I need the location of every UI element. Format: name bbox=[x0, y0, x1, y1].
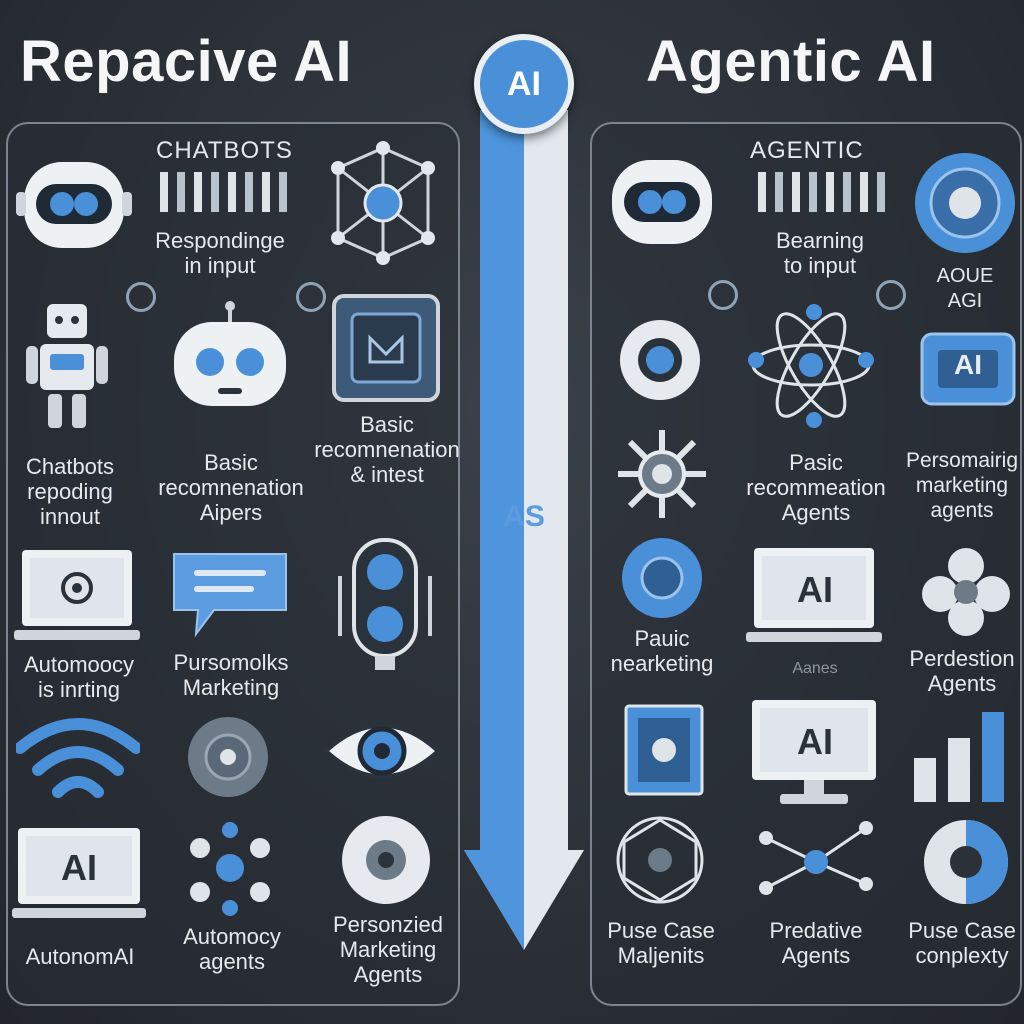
eye-icon bbox=[323, 723, 441, 779]
atom-icon bbox=[748, 304, 874, 428]
laptop-ai-icon bbox=[746, 548, 882, 642]
flower-gear-icon bbox=[922, 548, 1010, 636]
monitor-ai-text: AI bbox=[61, 847, 97, 888]
monitor-ai-icon bbox=[752, 700, 876, 804]
donut-chart-icon bbox=[924, 820, 1008, 904]
versus-label: AS bbox=[503, 500, 545, 533]
monitor-ai-text: AI bbox=[797, 721, 833, 762]
gear-icon bbox=[620, 320, 700, 400]
robot-head-icon bbox=[174, 301, 286, 406]
title-agentic-ai: Agentic AI bbox=[646, 29, 936, 94]
eye-lens-icon bbox=[188, 717, 268, 797]
chat-bubble-icon bbox=[173, 553, 287, 638]
gear-circle-icon bbox=[622, 538, 702, 618]
robot-head-icon bbox=[612, 160, 712, 244]
laptop-ai-text: AI bbox=[797, 569, 833, 610]
ai-chip-icon bbox=[920, 332, 1016, 406]
signal-bars-icon bbox=[758, 172, 885, 212]
chatbots-header: CHATBOTS bbox=[156, 137, 293, 164]
bar-chart-icon bbox=[914, 712, 1004, 802]
document-image-icon bbox=[624, 704, 704, 796]
network-sphere-icon bbox=[616, 816, 704, 904]
traffic-light-icon bbox=[338, 538, 432, 670]
node-dot-icon bbox=[876, 280, 906, 310]
laptop-gear-icon bbox=[14, 550, 140, 640]
ai-chip-text: AI bbox=[954, 349, 982, 380]
node-dot-icon bbox=[708, 280, 738, 310]
molecule-cluster-icon bbox=[190, 822, 270, 916]
robot-figure-icon bbox=[26, 304, 108, 428]
target-icon bbox=[915, 153, 1015, 253]
node-dot-icon bbox=[126, 282, 156, 312]
ai-badge: AI bbox=[474, 34, 574, 134]
node-graph-icon bbox=[759, 821, 873, 895]
center-arrow bbox=[464, 110, 584, 950]
robot-head-icon bbox=[16, 162, 132, 248]
sun-gear-icon bbox=[618, 430, 706, 518]
node-dot-icon bbox=[296, 282, 326, 312]
monitor-ai-icon bbox=[12, 828, 146, 918]
wifi-signal-icon bbox=[16, 718, 140, 798]
autonomai-label: AutonomAI bbox=[25, 944, 135, 969]
gear-bug-icon bbox=[342, 816, 430, 904]
signal-bars-icon bbox=[160, 172, 287, 212]
chip-icon bbox=[332, 294, 440, 402]
agentic-header: AGENTIC bbox=[750, 137, 864, 164]
network-node-icon bbox=[331, 141, 435, 265]
agents-small-label: Aanes bbox=[792, 660, 838, 677]
title-reactive-ai: Repacive AI bbox=[20, 29, 353, 94]
